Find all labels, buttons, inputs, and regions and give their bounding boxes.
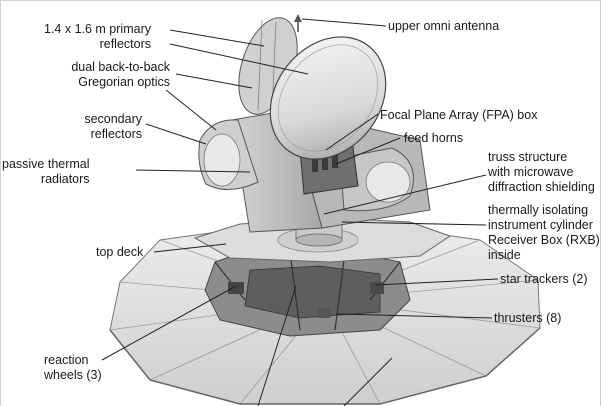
label-gregorian-optics: dual back-to-back Gregorian optics [56, 60, 170, 90]
label-secondary-reflectors: secondary reflectors [64, 112, 142, 142]
label-feed-horns: feed horns [404, 131, 463, 146]
label-top-deck: top deck [96, 245, 143, 260]
label-instrument-cylinder-line1: thermally isolating [488, 203, 600, 218]
label-secondary-reflectors-line1: secondary [64, 112, 142, 127]
label-reaction-wheels-line2: wheels (3) [44, 368, 102, 383]
label-truss-structure-line1: truss structure [488, 150, 595, 165]
label-primary-reflectors-line2: reflectors [44, 37, 151, 52]
label-passive-radiators: passive thermal radiators [2, 157, 90, 187]
label-reaction-wheels: reaction wheels (3) [44, 353, 102, 383]
label-gregorian-optics-line2: Gregorian optics [56, 75, 170, 90]
label-truss-structure-line3: diffraction shielding [488, 180, 595, 195]
label-passive-radiators-line1: passive thermal [2, 157, 90, 172]
label-primary-reflectors: 1.4 x 1.6 m primary reflectors [44, 22, 151, 52]
label-reaction-wheels-line1: reaction [44, 353, 102, 368]
upper-omni-antenna [294, 14, 302, 32]
label-truss-structure-line2: with microwave [488, 165, 595, 180]
spacecraft-bus [205, 250, 410, 336]
label-instrument-cylinder-line2: instrument cylinder [488, 218, 600, 233]
label-passive-radiators-line2: radiators [2, 172, 90, 187]
label-instrument-cylinder-line4: inside [488, 248, 600, 263]
label-instrument-cylinder: thermally isolating instrument cylinder … [488, 203, 600, 263]
label-gregorian-optics-line1: dual back-to-back [56, 60, 170, 75]
label-truss-structure: truss structure with microwave diffracti… [488, 150, 595, 195]
label-upper-omni-antenna: upper omni antenna [388, 19, 499, 34]
label-primary-reflectors-line1: 1.4 x 1.6 m primary [44, 22, 151, 37]
label-star-trackers: star trackers (2) [500, 272, 588, 287]
label-secondary-reflectors-line2: reflectors [64, 127, 142, 142]
label-thrusters: thrusters (8) [494, 311, 561, 326]
label-instrument-cylinder-line3: Receiver Box (RXB) [488, 233, 600, 248]
label-fpa-box: Focal Plane Array (FPA) box [380, 108, 537, 123]
